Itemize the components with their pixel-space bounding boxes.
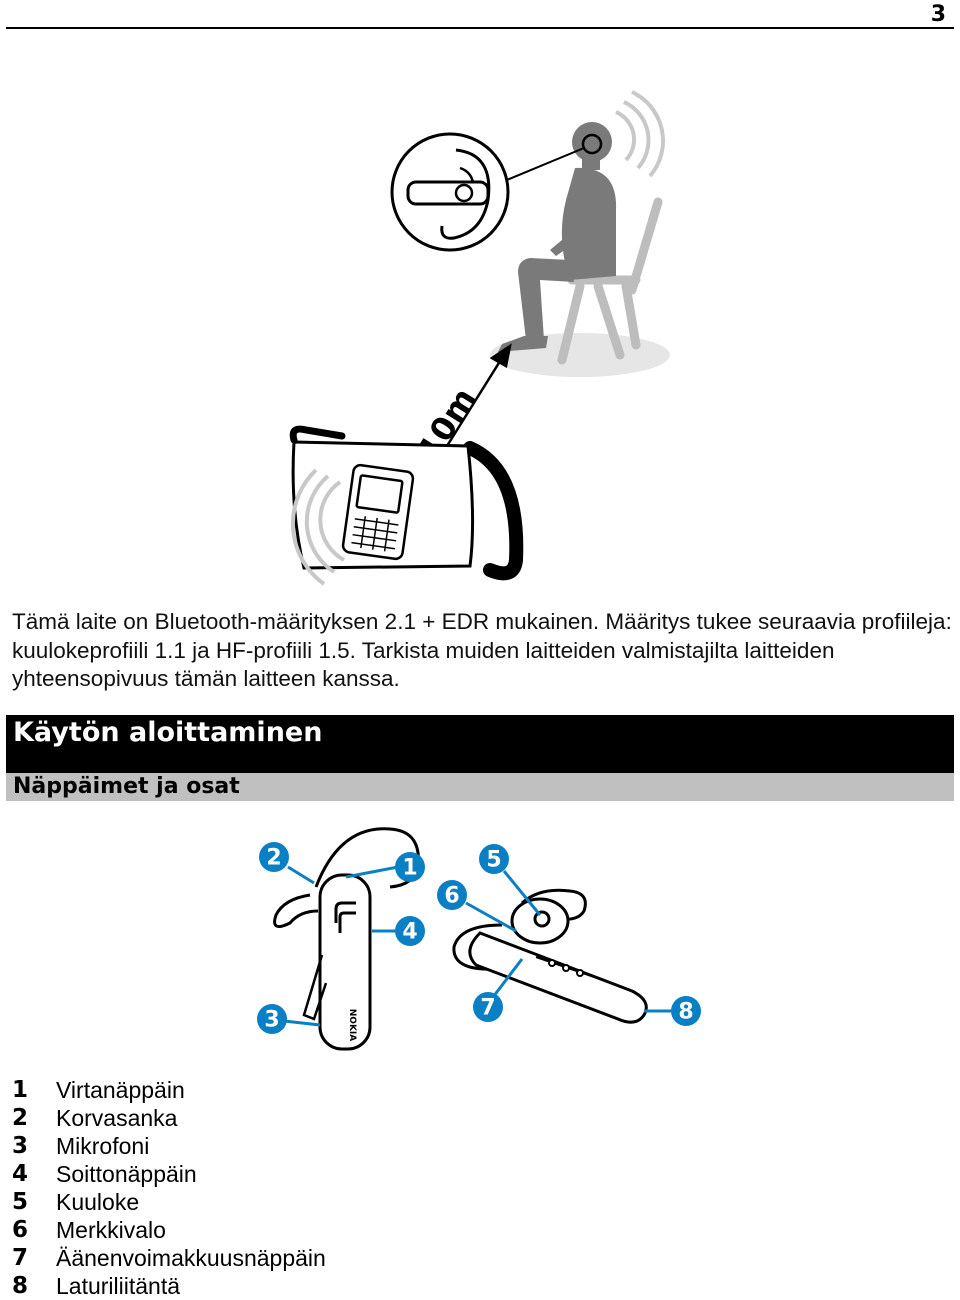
svg-text:3: 3 bbox=[264, 1008, 279, 1033]
person-silhouette bbox=[498, 122, 617, 352]
part-number: 6 bbox=[12, 1217, 29, 1243]
part-number: 3 bbox=[12, 1133, 29, 1159]
svg-text:6: 6 bbox=[444, 884, 459, 909]
callout-leader-lines bbox=[283, 865, 672, 1027]
part-number: 7 bbox=[12, 1245, 29, 1271]
callout-7: 7 bbox=[473, 992, 503, 1022]
front-view-brand-text: NOKIA bbox=[347, 1009, 357, 1042]
header-rule bbox=[6, 27, 954, 29]
parts-list: 1 Virtanäppäin 2 Korvasanka 3 Mikrofoni 4 So… bbox=[12, 1076, 612, 1300]
svg-text:1: 1 bbox=[402, 856, 417, 881]
part-label: Äänenvoimakkuusnäppäin bbox=[56, 1245, 326, 1271]
part-label: Laturiliitäntä bbox=[56, 1273, 181, 1299]
page-number: 3 bbox=[930, 2, 946, 27]
part-label: Virtanäppäin bbox=[56, 1077, 185, 1103]
callout-1: 1 bbox=[395, 852, 425, 882]
part-label: Korvasanka bbox=[56, 1105, 178, 1131]
headset-marker-icon bbox=[581, 133, 603, 155]
svg-text:8: 8 bbox=[678, 1000, 693, 1025]
part-number: 5 bbox=[12, 1189, 29, 1215]
part-label: Kuuloke bbox=[56, 1189, 140, 1215]
headset-side-view bbox=[452, 888, 648, 1024]
subsection-title: Näppäimet ja osat bbox=[6, 773, 954, 801]
svg-text:7: 7 bbox=[480, 996, 495, 1021]
svg-text:4: 4 bbox=[402, 920, 417, 945]
part-number: 1 bbox=[12, 1077, 29, 1103]
part-number: 2 bbox=[12, 1105, 29, 1131]
svg-text:5: 5 bbox=[486, 848, 501, 873]
headset-parts-diagram: NOKIA 1 2 3 4 5 6 7 bbox=[257, 827, 701, 1051]
headset-sound-waves bbox=[615, 90, 665, 178]
chair-illustration bbox=[557, 197, 663, 365]
headset-front-view bbox=[273, 827, 420, 1051]
phone-illustration bbox=[341, 463, 415, 561]
svg-text:2: 2 bbox=[266, 846, 281, 871]
bluetooth-range-illustration: 10m bbox=[289, 90, 670, 586]
ear-zoom-detail bbox=[390, 132, 510, 252]
list-item: 5 Kuuloke bbox=[12, 1188, 612, 1216]
list-item: 6 Merkkivalo bbox=[12, 1216, 612, 1244]
list-item: 1 Virtanäppäin bbox=[12, 1076, 612, 1104]
callout-4: 4 bbox=[395, 916, 425, 946]
list-item: 8 Laturiliitäntä bbox=[12, 1272, 612, 1300]
section-title: Käytön aloittaminen bbox=[6, 715, 954, 773]
part-label: Soittonäppäin bbox=[56, 1161, 197, 1187]
part-number: 8 bbox=[12, 1273, 29, 1299]
phone-sound-waves bbox=[290, 468, 345, 586]
zoom-connector-line bbox=[501, 147, 585, 183]
callout-3: 3 bbox=[257, 1004, 287, 1034]
list-item: 3 Mikrofoni bbox=[12, 1132, 612, 1160]
part-number: 4 bbox=[12, 1161, 29, 1187]
part-label: Merkkivalo bbox=[56, 1217, 166, 1243]
callout-2: 2 bbox=[259, 842, 289, 872]
callout-8: 8 bbox=[671, 996, 701, 1026]
callout-5: 5 bbox=[479, 844, 509, 874]
part-label: Mikrofoni bbox=[56, 1133, 150, 1159]
list-item: 4 Soittonäppäin bbox=[12, 1160, 612, 1188]
callout-6: 6 bbox=[437, 880, 467, 910]
list-item: 2 Korvasanka bbox=[12, 1104, 612, 1132]
list-item: 7 Äänenvoimakkuusnäppäin bbox=[12, 1244, 612, 1272]
intro-paragraph: Tämä laite on Bluetooth-määrityksen 2.1 … bbox=[12, 609, 952, 691]
